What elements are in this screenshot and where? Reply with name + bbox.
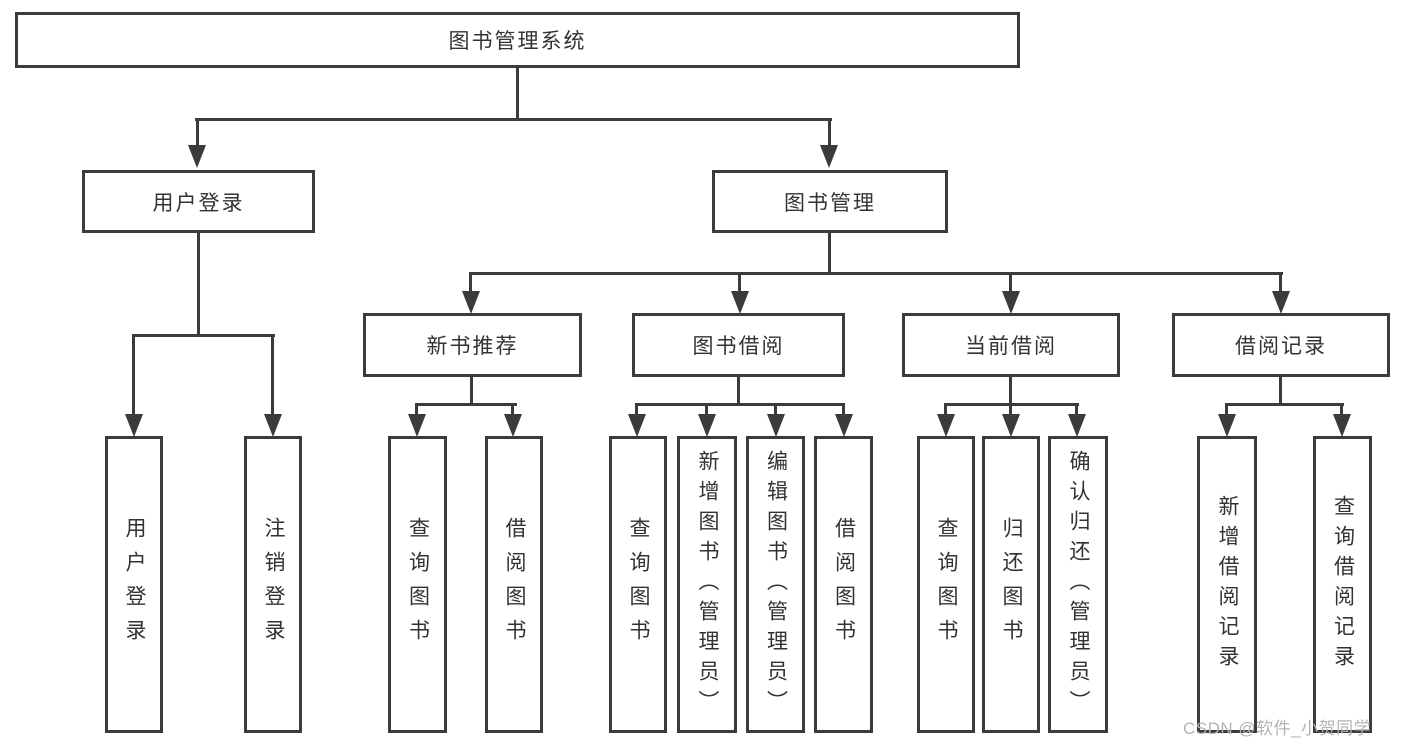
arrowhead-down <box>698 414 716 437</box>
leaf-query-borrow-record-label: 查询借阅记录 <box>1331 494 1355 675</box>
node-borrow-record-label: 借阅记录 <box>1235 335 1327 358</box>
connector-line <box>470 377 473 406</box>
connector-line <box>1279 272 1282 292</box>
leaf-query-books-1: 查询图书 <box>388 436 447 733</box>
node-new-book-recommend-label: 新书推荐 <box>426 335 519 358</box>
node-current-borrow: 当前借阅 <box>902 313 1120 377</box>
arrowhead-down <box>1068 414 1086 437</box>
connector-line <box>1340 403 1343 415</box>
leaf-add-book-admin-label: 新增图书（管理员） <box>696 449 719 720</box>
arrowhead-down <box>504 414 522 437</box>
leaf-confirm-return-admin: 确认归还（管理员） <box>1048 436 1108 733</box>
arrowhead-down <box>1272 291 1290 314</box>
leaf-query-books-3: 查询图书 <box>917 436 975 733</box>
connector-line <box>1279 377 1282 406</box>
leaf-query-books-1-label: 查询图书 <box>406 516 430 653</box>
leaf-return-book: 归还图书 <box>982 436 1040 733</box>
arrowhead-down <box>835 414 853 437</box>
connector-line <box>738 272 741 292</box>
leaf-edit-book-admin: 编辑图书（管理员） <box>746 436 805 733</box>
connector-line <box>469 272 472 292</box>
leaf-add-borrow-record-label: 新增借阅记录 <box>1216 494 1239 675</box>
connector-line <box>1225 403 1228 415</box>
connector-line <box>1225 403 1344 406</box>
leaf-borrow-books-2-label: 借阅图书 <box>832 516 856 653</box>
connector-line <box>132 334 135 415</box>
connector-line <box>1009 403 1012 415</box>
connector-line <box>1009 377 1012 406</box>
arrowhead-down <box>264 414 282 437</box>
leaf-logout: 注销登录 <box>244 436 302 733</box>
node-current-borrow-label: 当前借阅 <box>965 335 1057 358</box>
node-book-borrow: 图书借阅 <box>632 313 845 377</box>
leaf-add-borrow-record: 新增借阅记录 <box>1197 436 1257 733</box>
arrowhead-down <box>1002 414 1020 437</box>
node-user-login-label: 用户登录 <box>152 191 245 215</box>
arrowhead-down <box>462 291 480 314</box>
arrowhead-down <box>1333 414 1351 437</box>
leaf-borrow-books-2: 借阅图书 <box>814 436 873 733</box>
connector-line <box>828 118 831 146</box>
arrowhead-down <box>937 414 955 437</box>
connector-line <box>415 403 418 415</box>
leaf-edit-book-admin-label: 编辑图书（管理员） <box>764 449 788 720</box>
leaf-borrow-books-1: 借阅图书 <box>485 436 543 733</box>
connector-line <box>196 118 199 146</box>
leaf-logout-label: 注销登录 <box>262 516 285 653</box>
connector-line <box>271 334 274 415</box>
leaf-confirm-return-admin-label: 确认归还（管理员） <box>1067 449 1090 720</box>
node-book-management-label: 图书管理 <box>784 191 876 215</box>
connector-line <box>705 403 708 415</box>
connector-line <box>737 377 740 406</box>
connector-line <box>635 403 845 406</box>
arrowhead-down <box>731 291 749 314</box>
node-new-book-recommend: 新书推荐 <box>363 313 582 377</box>
connector-line <box>944 403 947 415</box>
leaf-query-books-3-label: 查询图书 <box>935 516 958 653</box>
node-book-management: 图书管理 <box>712 170 948 233</box>
arrowhead-down <box>1002 291 1020 314</box>
leaf-add-book-admin: 新增图书（管理员） <box>677 436 737 733</box>
leaf-user-login: 用户登录 <box>105 436 163 733</box>
leaf-query-borrow-record: 查询借阅记录 <box>1313 436 1372 733</box>
connector-line <box>1075 403 1078 415</box>
connector-line <box>1009 272 1012 292</box>
connector-line <box>516 67 519 120</box>
connector-line <box>842 403 845 415</box>
csdn-watermark: CSDN @软件_小贺同学 <box>1183 719 1372 738</box>
leaf-user-login-label: 用户登录 <box>123 516 146 653</box>
node-library-system-label: 图书管理系统 <box>448 30 587 53</box>
connector-line <box>469 272 1283 275</box>
leaf-return-book-label: 归还图书 <box>1000 516 1023 653</box>
connector-line <box>197 233 200 336</box>
arrowhead-down <box>767 414 785 437</box>
arrowhead-down <box>125 414 143 437</box>
connector-line <box>195 118 832 121</box>
connector-line <box>511 403 514 415</box>
connector-line <box>774 403 777 415</box>
leaf-query-books-2-label: 查询图书 <box>627 516 650 653</box>
node-library-system: 图书管理系统 <box>15 12 1020 68</box>
arrowhead-down <box>820 145 838 168</box>
arrowhead-down <box>628 414 646 437</box>
leaf-borrow-books-1-label: 借阅图书 <box>503 516 526 653</box>
connector-line <box>828 233 831 274</box>
connector-line <box>415 403 517 406</box>
arrowhead-down <box>188 145 206 168</box>
connector-line <box>635 403 638 415</box>
arrowhead-down <box>408 414 426 437</box>
node-user-login: 用户登录 <box>82 170 315 233</box>
leaf-query-books-2: 查询图书 <box>609 436 667 733</box>
node-borrow-record: 借阅记录 <box>1172 313 1390 377</box>
arrowhead-down <box>1218 414 1236 437</box>
connector-line <box>132 334 275 337</box>
node-book-borrow-label: 图书借阅 <box>692 335 785 358</box>
